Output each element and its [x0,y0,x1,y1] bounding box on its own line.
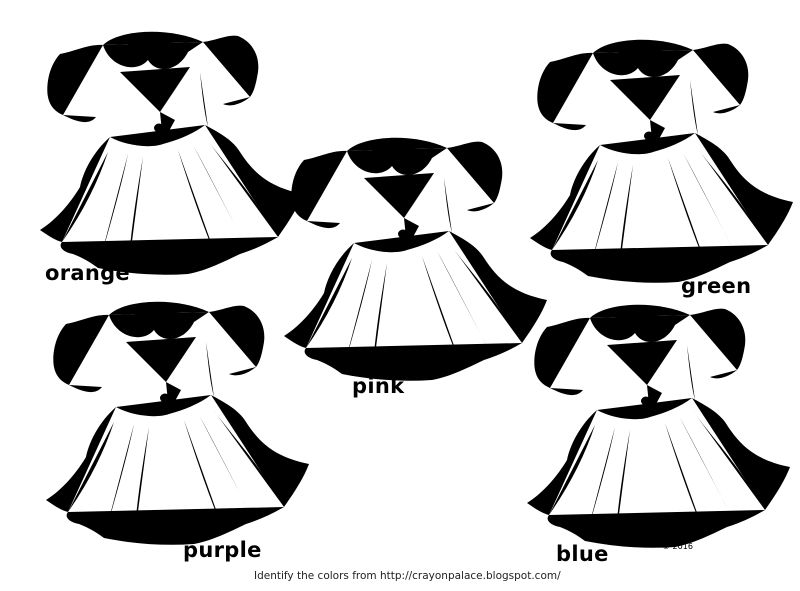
dress-label-green: green [681,274,752,298]
dress-outline-blue[interactable] [505,285,795,555]
dress-outline-purple[interactable] [24,282,314,552]
footer-credit: Identify the colors from http://crayonpa… [254,570,561,582]
copyright-notice: © 2016 [662,542,693,551]
dress-label-pink: pink [352,374,405,398]
dress-label-purple: purple [183,538,262,562]
dress-label-blue: blue [556,542,609,566]
dress-label-orange: orange [45,261,130,285]
